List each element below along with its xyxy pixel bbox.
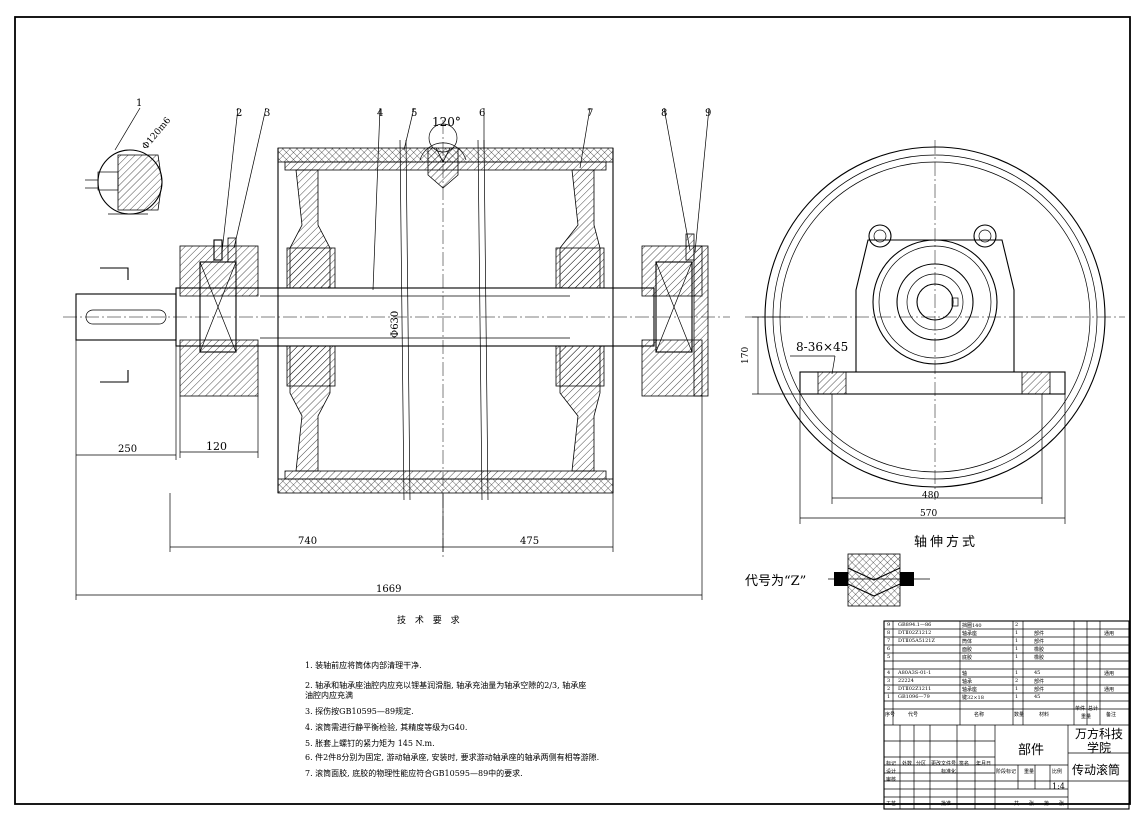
sign-label: 标准化 (941, 769, 957, 775)
caption-axle: 轴伸方式 (914, 534, 978, 550)
sign-label: 处数 (902, 761, 913, 767)
company-name: 万方科技学院 (1074, 727, 1123, 755)
part-callouts: 1 2 3 4 5 6 7 8 9 120° (114, 98, 711, 291)
sign-label: 标记 (886, 761, 897, 767)
sign-label: 更改文件号 (931, 761, 957, 767)
angle-label: 120° (432, 115, 461, 129)
note-line: 6. 件2件8分别为固定, 游动轴承座, 安装时, 要求游动轴承座的轴承两侧有相… (305, 753, 600, 762)
stage-label: 阶段标记 (996, 769, 1017, 775)
callout-1: 1 (136, 98, 142, 109)
dim-570: 570 (920, 509, 937, 519)
sign-label: 签名 (959, 761, 970, 767)
sheet-label: 张 (1059, 801, 1065, 807)
dim-1669: 1669 (376, 584, 401, 595)
shaft (175, 287, 655, 347)
bom-row: 6 面胶 1 橡胶 (887, 646, 1045, 653)
title-block-lower: 标记 处数 分区 更改文件号 签名 年月日 设计 标准化 审核 工艺 批准 阶段… (884, 725, 1129, 809)
stage-label: 重量 (1024, 769, 1035, 775)
note-line: 4. 滚筒需进行静平衡检验, 其精度等级为G40. (305, 723, 468, 732)
code-label: 代号为“Z” (745, 574, 806, 589)
sheet-label: 张 (1029, 801, 1035, 807)
scale-value: 1:4 (1052, 782, 1065, 791)
sheet-label: 第 (1044, 801, 1050, 807)
note-line: 2. 轴承和轴承座油腔内应充以锂基润滑脂, 轴承充油量为轴承空隙的2/3, 轴承… (305, 681, 587, 690)
sign-label: 审核 (886, 777, 897, 783)
dim-480: 480 (922, 491, 939, 501)
dim-170: 170 (741, 347, 751, 364)
dim-bolt: 8-36×45 (796, 340, 848, 354)
bom-row: 8 DTⅡ02Z1212 轴承座 1 部件 通用 (887, 630, 1115, 637)
callout-4: 4 (377, 108, 383, 119)
dimensions: 250 120 740 475 1669 Φ630 (75, 311, 703, 600)
bom-table: 9 GB894.1—86 挡圈140 2 8 DTⅡ02Z1212 轴承座 1 … (884, 621, 1129, 725)
sign-label: 设计 (886, 769, 897, 775)
callout-3: 3 (264, 108, 270, 119)
callout-7: 7 (587, 108, 593, 119)
drawing-type: 部件 (1018, 743, 1045, 758)
bom-row: 5 底胶 1 橡胶 (887, 654, 1045, 661)
title-block-frame (883, 620, 1130, 810)
callout-9: 9 (705, 108, 711, 119)
note-line: 5. 胀套上螺钉的紧力矩为 145 N.m. (305, 739, 435, 748)
bom-row: 4 A80A3S-01-1 轴 1 45 通用 (887, 670, 1115, 677)
bom-row: 1 GB1096—79 键32×18 1 45 (887, 694, 1041, 701)
notes-title: 技 术 要 求 (397, 616, 463, 626)
dim-120: 120 (206, 440, 227, 453)
bom-row: 9 GB894.1—86 挡圈140 2 (887, 622, 1019, 629)
bom-header-row: 序号 代号 名称 数量 材料 单件 总计 重量 备注 (885, 706, 1117, 720)
sheet-label: 共 (1014, 801, 1020, 807)
section-view (63, 120, 730, 560)
dim-250: 250 (118, 444, 137, 455)
dim-740: 740 (298, 536, 317, 547)
bom-row: 2 DTⅡ02Z1211 轴承座 1 部件 通用 (887, 686, 1115, 693)
stage-label: 比例 (1052, 769, 1063, 775)
callout-2: 2 (236, 108, 242, 119)
key-detail: Φ120m6 (85, 116, 174, 215)
sign-label: 工艺 (886, 801, 897, 807)
sign-label: 分区 (916, 761, 927, 767)
dim-phi120: Φ120m6 (141, 116, 174, 152)
drawing-name: 传动滚筒 (1072, 763, 1121, 777)
code-z-detail: 代号为“Z” (745, 553, 930, 607)
sign-label: 批准 (941, 801, 952, 807)
bom-row: 7 DTⅡ05A5121Z 筒体 1 部件 (887, 638, 1045, 645)
callout-5: 5 (411, 108, 417, 119)
bom-row: 3 22224 轴承 2 部件 (887, 678, 1045, 685)
callout-6: 6 (479, 108, 485, 119)
drum-lagging-bottom (277, 478, 614, 494)
callout-8: 8 (661, 108, 667, 119)
note-line: 3. 探伤按GB10595—89规定. (305, 707, 414, 716)
note-line: 1. 装轴前应将筒体内部清理干净. (305, 661, 422, 670)
dim-475: 475 (520, 536, 539, 547)
sheet-border (14, 16, 1131, 805)
end-view: 480 570 170 8-36×45 轴伸方式 (741, 140, 1125, 550)
sign-label: 年月日 (976, 761, 992, 767)
note-line: 油腔内应充满 (305, 691, 353, 700)
dim-phi630: Φ630 (390, 311, 401, 338)
note-line: 7. 滚筒面胶, 底胶的物理性能应符合GB10595—89中的要求. (305, 769, 523, 778)
left-bearing-housing (179, 245, 259, 297)
